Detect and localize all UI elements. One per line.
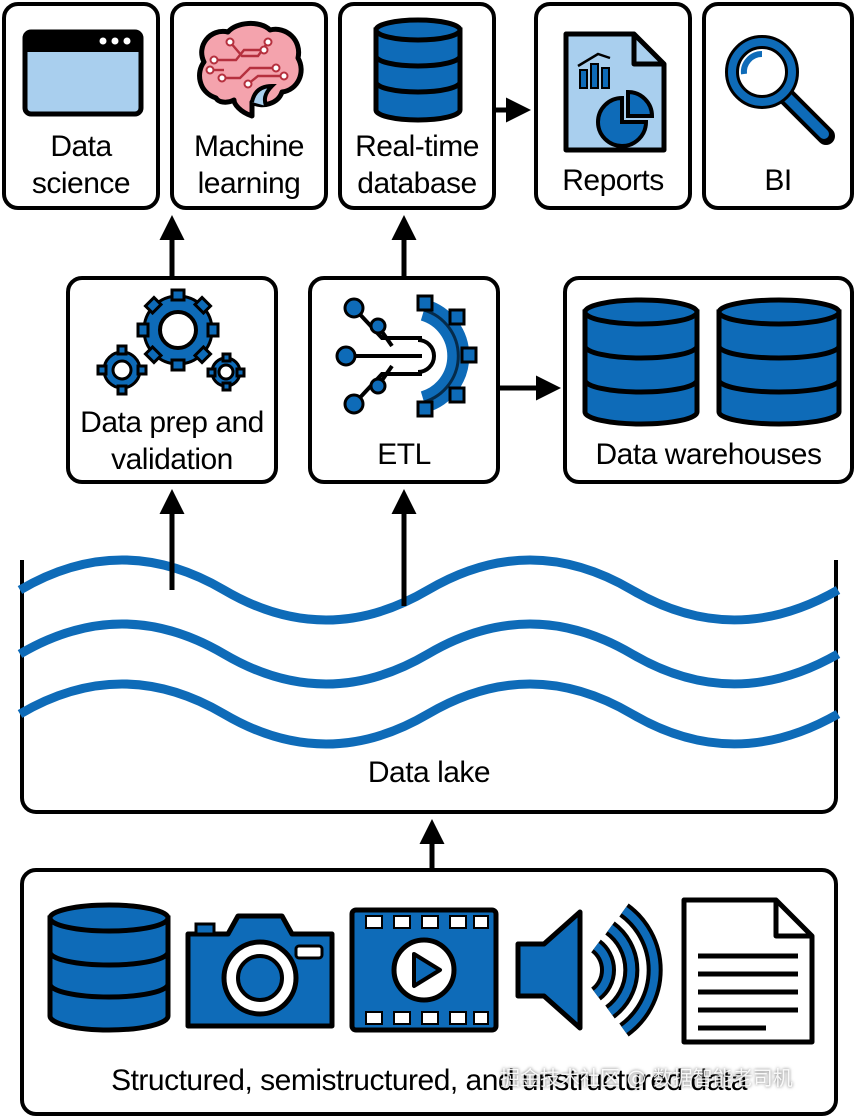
reports-box: Reports <box>534 2 692 210</box>
speaker-icon <box>515 903 663 1037</box>
data-lake-box: Data lake <box>20 560 838 814</box>
etl-box: ETL <box>308 276 500 484</box>
machine-learning-label-2: learning <box>197 167 301 200</box>
data-prep-label-1: Data prep and <box>80 406 264 439</box>
gears-icon <box>96 288 246 396</box>
magnifier-icon <box>725 35 835 145</box>
camera-icon <box>185 913 335 1029</box>
data-lake-label: Data lake <box>367 756 491 789</box>
database-icon <box>373 17 463 123</box>
brain-icon <box>197 21 304 119</box>
realtime-database-label-1: Real-time <box>355 130 479 163</box>
document-icon <box>681 897 815 1045</box>
watermark: 掘金技术社区 @ 数据智能老司机 <box>500 1066 793 1090</box>
machine-learning-box: Machine learning <box>170 2 328 210</box>
database-pair-icon <box>582 297 842 427</box>
data-prep-box: Data prep and validation <box>66 276 278 484</box>
bi-box: BI <box>702 2 854 210</box>
data-sources-label: Structured, semistructured, and unstruct… <box>111 1064 747 1097</box>
data-science-label-2: science <box>31 167 131 200</box>
waves-icon <box>17 555 841 749</box>
video-icon <box>349 907 499 1033</box>
data-science-label-1: Data <box>50 130 112 163</box>
bi-label: BI <box>764 164 792 197</box>
etl-gear-icon <box>335 294 478 418</box>
data-prep-label-2: validation <box>111 443 233 476</box>
machine-learning-label-1: Machine <box>194 130 304 163</box>
data-warehouses-label: Data warehouses <box>595 438 822 471</box>
realtime-database-label-2: database <box>357 167 477 200</box>
data-warehouses-box: Data warehouses <box>563 276 854 484</box>
data-science-box: Data science <box>2 2 160 210</box>
realtime-database-box: Real-time database <box>338 2 496 210</box>
database-icon <box>47 902 171 1033</box>
etl-label: ETL <box>377 438 431 471</box>
browser-window-icon <box>22 29 144 117</box>
reports-label: Reports <box>562 164 664 197</box>
report-document-icon <box>563 31 667 153</box>
